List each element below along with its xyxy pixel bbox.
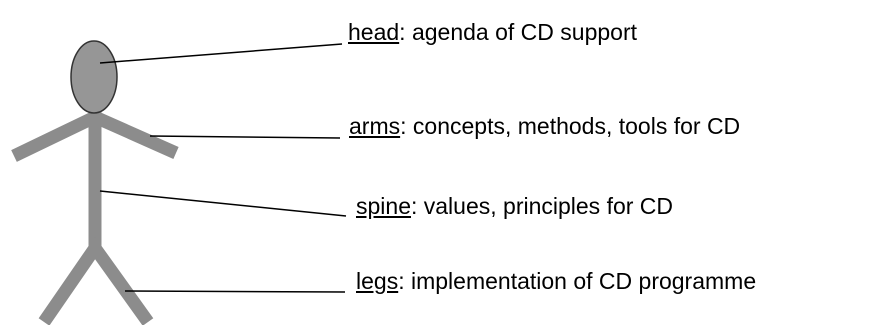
label-head: head: agenda of CD support xyxy=(348,21,637,44)
label-head-description: : agenda of CD support xyxy=(399,19,637,45)
label-spine-description: : values, principles for CD xyxy=(410,193,674,219)
leader-line-legs xyxy=(124,290,346,293)
label-legs: legs: implementation of CD programme xyxy=(356,270,756,293)
label-arms-term: arms xyxy=(349,113,401,139)
label-spine-term: spine xyxy=(356,193,411,219)
figure-legs xyxy=(38,236,154,325)
label-head-term: head xyxy=(348,19,400,45)
figure-head xyxy=(70,40,118,114)
leader-line-head xyxy=(99,43,343,64)
label-legs-term: legs xyxy=(356,268,399,294)
label-legs-description: : implementation of CD programme xyxy=(398,268,757,294)
label-arms: arms: concepts, methods, tools for CD xyxy=(349,115,740,138)
leader-lines xyxy=(99,43,347,293)
leader-line-spine xyxy=(99,190,347,217)
leader-line-arms xyxy=(149,135,341,139)
label-spine: spine: values, principles for CD xyxy=(356,195,673,218)
label-arms-description: : concepts, methods, tools for CD xyxy=(400,113,741,139)
stick-figure xyxy=(11,40,179,325)
